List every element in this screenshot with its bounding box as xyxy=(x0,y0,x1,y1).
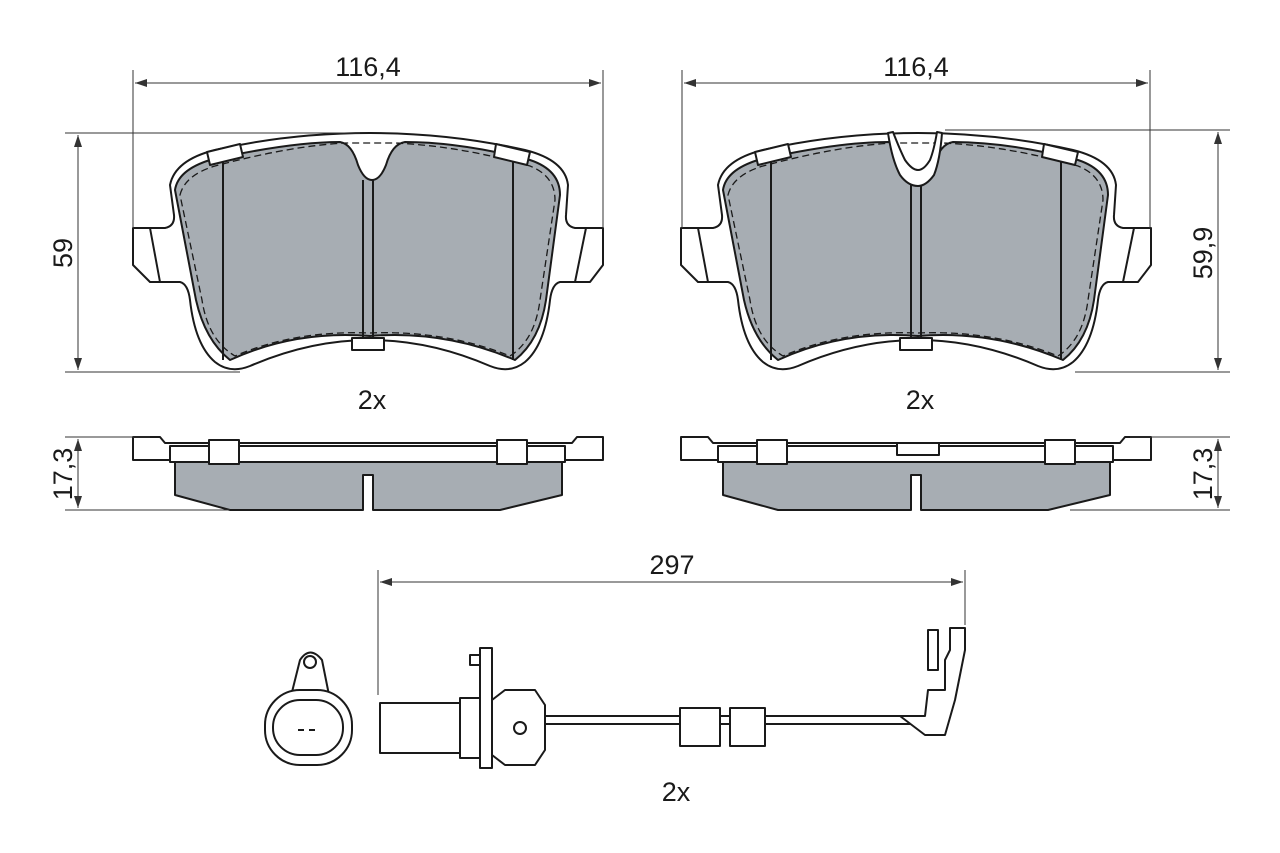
dimension-lines xyxy=(65,70,1230,695)
width-label-right: 116,4 xyxy=(883,52,949,82)
height-label-right: 59,9 xyxy=(1188,227,1218,280)
quantity-label-left: 2x xyxy=(358,385,387,415)
brake-pad-front-view-left xyxy=(132,132,604,371)
pad-clip xyxy=(887,131,943,187)
quantity-label-right: 2x xyxy=(906,385,935,415)
brake-pad-side-view-left xyxy=(132,436,604,511)
width-label-left: 116,4 xyxy=(335,52,401,82)
thickness-label-left: 17,3 xyxy=(48,448,78,501)
brake-pad-front-view-right xyxy=(680,131,1152,371)
brake-pad-side-view-right xyxy=(680,436,1152,511)
sensor-quantity-label: 2x xyxy=(662,777,691,807)
thickness-label-right: 17,3 xyxy=(1188,448,1218,501)
wear-sensor xyxy=(264,627,966,769)
height-label-left: 59 xyxy=(48,238,78,268)
sensor-length-label: 297 xyxy=(649,550,694,580)
